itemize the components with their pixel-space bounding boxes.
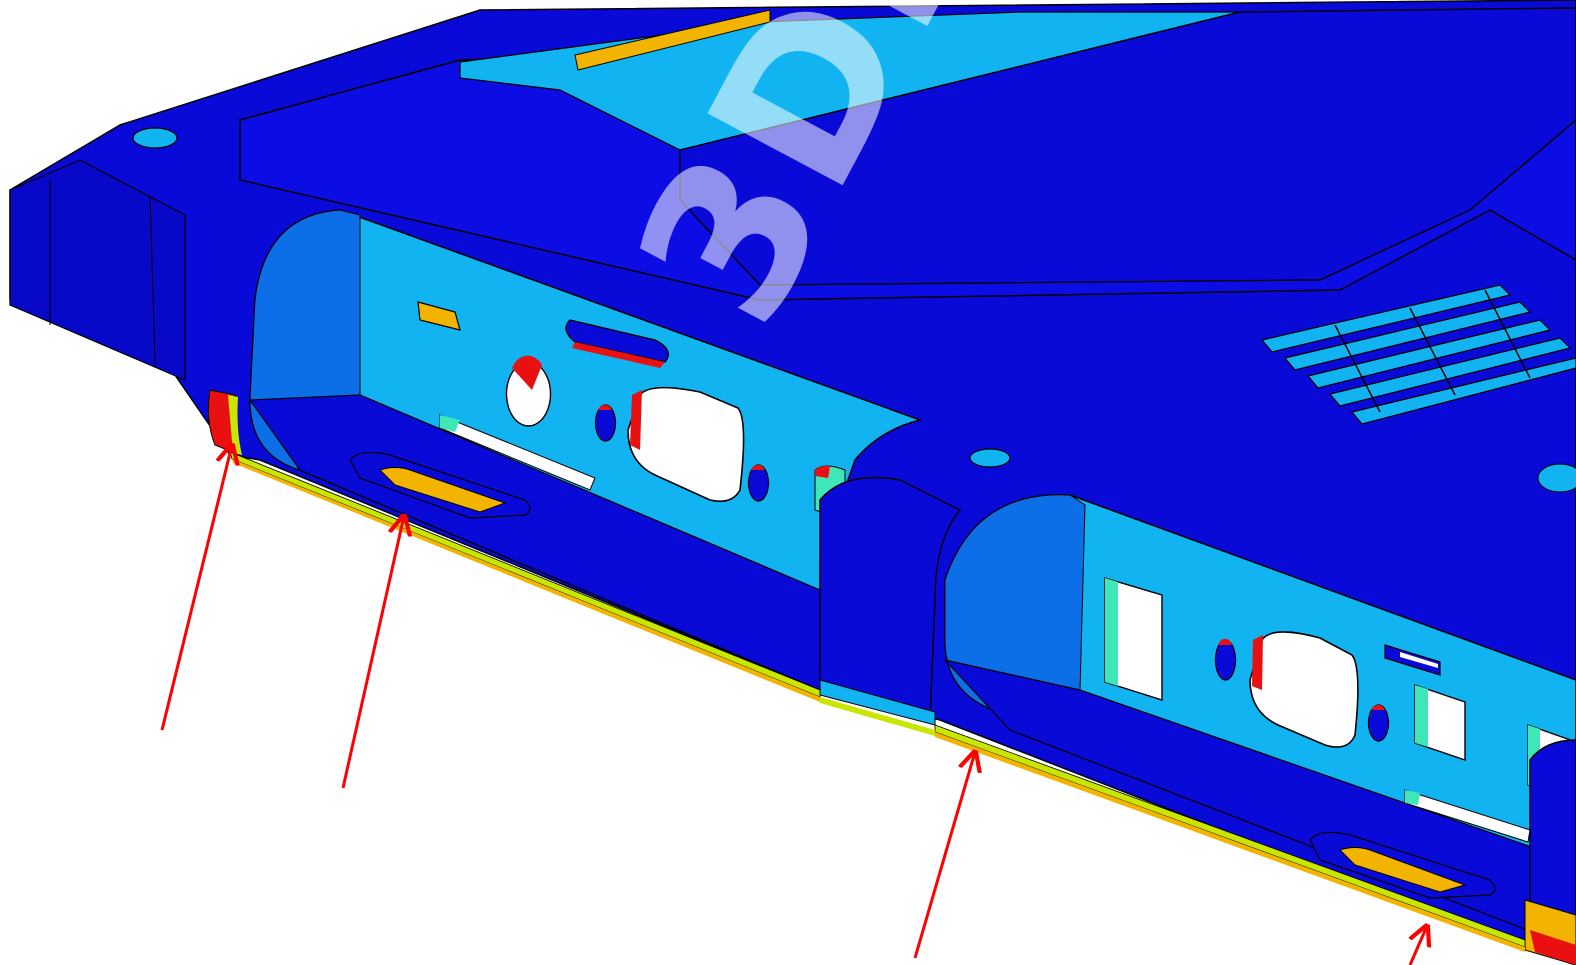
mount-hole-left — [132, 127, 178, 149]
port-round-2 — [594, 404, 617, 442]
port-round-3 — [747, 464, 770, 502]
io-recess-left — [207, 209, 923, 692]
center-rib — [819, 476, 962, 721]
vent-grille — [1260, 284, 1576, 425]
callout-arrows — [160, 445, 1427, 965]
arrow-left-corner-radius — [160, 445, 232, 731]
port-slot-small — [417, 301, 461, 331]
arrow-right-recess-corner — [913, 752, 975, 959]
arrow-left-bottom-slot — [341, 516, 404, 789]
arrow-right-bottom-slot — [1410, 926, 1427, 965]
io-recess-right — [943, 494, 1576, 965]
port-dsub-right — [1249, 631, 1359, 748]
housing-left-end — [9, 159, 186, 381]
port-dsub — [627, 386, 745, 503]
port-round-1 — [505, 361, 552, 427]
port-round-4 — [1214, 639, 1237, 681]
port-round-5 — [1367, 704, 1390, 742]
bottom-edge-bands — [229, 451, 1526, 952]
mount-hole-middle — [969, 448, 1011, 468]
